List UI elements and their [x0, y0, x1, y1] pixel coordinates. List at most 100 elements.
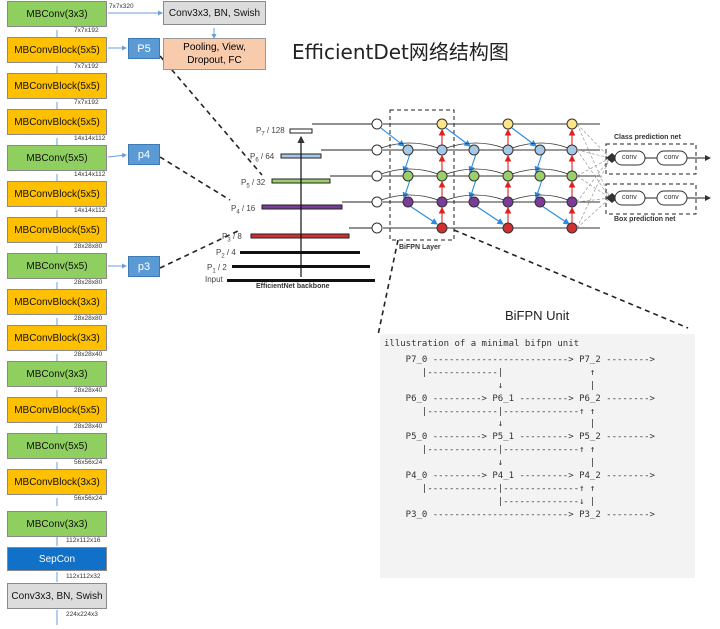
conv-label: conv: [622, 194, 637, 201]
tensor-dim-label: 28x28x80: [74, 315, 103, 322]
top-dim-label: 7x7x320: [109, 3, 134, 10]
level-base: P: [250, 152, 256, 161]
conv-label: conv: [622, 154, 637, 161]
tensor-dim-label: 28x28x80: [74, 279, 103, 286]
page-title: EfficientDet网络结构图: [292, 40, 509, 64]
tensor-dim-label: 28x28x80: [74, 243, 103, 250]
conv-label: conv: [664, 154, 679, 161]
backbone-block: MBConvBlock(5x5): [7, 217, 107, 243]
bifpn-unit-title: BiFPN Unit: [505, 308, 570, 323]
pyramid-level-label: P7 / 128: [256, 126, 285, 138]
code-line: |-------------|--------------↑ ↑: [384, 445, 596, 456]
code-line: ↓ |: [384, 380, 596, 391]
pyramid-level-label: P2 / 4: [216, 248, 236, 260]
head-pool-line2: Dropout, FC: [187, 55, 242, 66]
feature-pyramid: [227, 128, 375, 282]
backbone-block: MBConv(5x5): [7, 145, 107, 171]
pyramid-level-label: P3 / 8: [222, 232, 242, 244]
head-pool-box: Pooling, View, Dropout, FC: [163, 38, 266, 70]
tensor-dim-label: 14x14x112: [74, 135, 106, 142]
backbone-block: MBConvBlock(5x5): [7, 73, 107, 99]
backbone-block: MBConv(3x3): [7, 1, 107, 27]
backbone-block: MBConv(5x5): [7, 253, 107, 279]
level-subscript: 3: [227, 237, 231, 244]
code-line: ↓ |: [384, 458, 596, 469]
backbone-block: SepCon: [7, 547, 107, 571]
tensor-dim-label: 112x112x16: [66, 537, 101, 544]
prediction-heads: [605, 143, 711, 215]
level-subscript: 7: [261, 131, 265, 138]
backbone-block: MBConvBlock(3x3): [7, 469, 107, 495]
backbone-block: MBConvBlock(3x3): [7, 325, 107, 351]
conv-label: conv: [664, 194, 679, 201]
level-subscript: 1: [212, 268, 216, 275]
level-stride: / 8: [230, 232, 242, 241]
code-line: |-------------| ↑: [384, 367, 596, 378]
level-base: Input: [205, 275, 223, 284]
bifpn-layer-label: BiFPN Layer: [399, 244, 441, 251]
code-lines: illustration of a minimal bifpn unit P7_…: [384, 338, 691, 522]
level-subscript: 4: [236, 209, 240, 216]
backbone-block: MBConvBlock(5x5): [7, 181, 107, 207]
code-line: P4_0 ---------> P4_1 ---------> P4_2 ---…: [384, 471, 655, 482]
code-line: illustration of a minimal bifpn unit: [384, 339, 580, 349]
pyramid-level-label: P6 / 64: [250, 152, 274, 164]
code-line: P6_0 ---------> P6_1 ---------> P6_2 ---…: [384, 393, 655, 404]
level-base: P: [256, 126, 262, 135]
tensor-dim-label: 28x28x40: [74, 423, 103, 430]
code-line: |--------------↓ |: [384, 496, 596, 507]
tensor-dim-label: 28x28x40: [74, 387, 103, 394]
p4-box: p4: [128, 144, 160, 165]
p3-box: p3: [128, 256, 160, 277]
code-line: P5_0 ---------> P5_1 ---------> P5_2 ---…: [384, 432, 655, 443]
level-stride: / 32: [249, 178, 266, 187]
code-line: |-------------|--------------↑ ↑: [384, 483, 596, 494]
tensor-dim-label: 28x28x40: [74, 351, 103, 358]
level-base: P: [216, 248, 222, 257]
pyramid-level-label: P1 / 2: [207, 263, 227, 275]
tensor-dim-label: 224x224x3: [66, 611, 98, 618]
backbone-label: EfficientNet backbone: [256, 283, 330, 290]
tensor-dim-label: 56x56x24: [74, 459, 103, 466]
backbone-block: MBConvBlock(5x5): [7, 37, 107, 63]
level-stride: / 64: [258, 152, 275, 161]
class-net-label: Class prediction net: [614, 134, 681, 141]
level-base: P: [207, 263, 213, 272]
tensor-dim-label: 14x14x112: [74, 207, 106, 214]
backbone-block: MBConvBlock(3x3): [7, 289, 107, 315]
head-pool-line1: Pooling, View,: [183, 42, 246, 53]
tensor-dim-label: 112x112x32: [66, 573, 101, 580]
tensor-dim-label: 14x14x112: [74, 171, 106, 178]
level-subscript: 6: [255, 157, 259, 164]
code-line: |-------------|--------------↑ ↑: [384, 406, 596, 417]
bifpn-network: [371, 109, 611, 241]
level-subscript: 5: [246, 183, 250, 190]
level-stride: / 2: [215, 263, 227, 272]
backbone-block: MBConv(5x5): [7, 433, 107, 459]
tensor-dim-label: 7x7x192: [74, 27, 99, 34]
level-base: P: [241, 178, 247, 187]
backbone-block: MBConv(3x3): [7, 511, 107, 537]
code-line: ↓ |: [384, 419, 596, 430]
level-base: P: [231, 204, 237, 213]
code-line: P3_0 -------------------------> P3_2 ---…: [384, 509, 655, 520]
head-conv-box: Conv3x3, BN, Swish: [163, 1, 266, 25]
bifpn-code-block: illustration of a minimal bifpn unit P7_…: [380, 334, 695, 578]
p5-box: P5: [128, 38, 160, 59]
box-net-label: Box prediction net: [614, 216, 676, 223]
pyramid-level-label: P5 / 32: [241, 178, 265, 190]
tensor-dim-label: 7x7x192: [74, 63, 99, 70]
level-stride: / 16: [239, 204, 256, 213]
backbone-block: Conv3x3, BN, Swish: [7, 583, 107, 609]
code-line: P7_0 -------------------------> P7_2 ---…: [384, 354, 655, 365]
backbone-block: MBConvBlock(5x5): [7, 397, 107, 423]
tensor-dim-label: 7x7x192: [74, 99, 99, 106]
tensor-dim-label: 56x56x24: [74, 495, 103, 502]
backbone-block: MBConv(3x3): [7, 361, 107, 387]
level-base: P: [222, 232, 228, 241]
level-stride: / 4: [224, 248, 236, 257]
backbone-block: MBConvBlock(5x5): [7, 109, 107, 135]
pyramid-level-label: Input: [205, 275, 223, 287]
pyramid-level-label: P4 / 16: [231, 204, 255, 216]
